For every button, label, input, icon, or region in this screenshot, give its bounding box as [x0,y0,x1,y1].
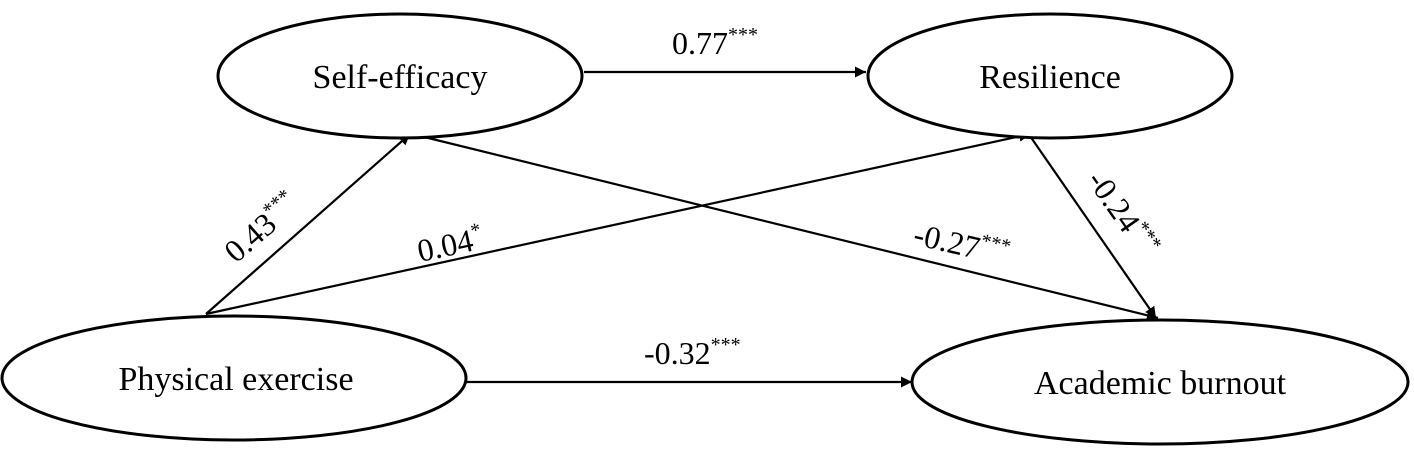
arrow-exercise-to-resilience [205,130,1031,316]
node-label-self-efficacy: Self-efficacy [313,59,488,96]
edge-label-exercise-to-self-efficacy: 0.43*** [216,185,305,269]
arrow-resilience-to-burnout [1029,135,1157,319]
coef-exercise-to-burnout: -0.32 [644,335,711,371]
sig-self-efficacy-to-burnout: *** [979,230,1013,258]
coef-self-efficacy-to-burnout: -0.27 [910,216,983,266]
node-resilience: Resilience [866,12,1234,140]
sig-exercise-to-burnout: *** [711,334,741,356]
edge-label-self-efficacy-to-resilience: 0.77*** [672,24,758,61]
edges [205,66,1159,388]
arrow-self-efficacy-to-burnout [411,132,1159,321]
node-self-efficacy: Self-efficacy [216,12,584,140]
sig-self-efficacy-to-resilience: *** [728,24,758,46]
node-label-resilience: Resilience [979,59,1121,96]
edge-label-self-efficacy-to-burnout: -0.27*** [910,215,1013,273]
node-academic-burnout: Academic burnout [910,318,1410,446]
edge-label-exercise-to-resilience: 0.04* [414,219,486,269]
node-label-physical-exercise: Physical exercise [118,361,353,398]
coef-self-efficacy-to-resilience: 0.77 [672,25,728,61]
edge-label-exercise-to-burnout: -0.32*** [644,334,741,371]
edge-label-resilience-to-burnout: -0.24*** [1080,163,1166,263]
node-label-academic-burnout: Academic burnout [1034,365,1287,402]
node-physical-exercise: Physical exercise [0,314,468,442]
arrow-exercise-to-self-efficacy [205,133,411,315]
coef-exercise-to-resilience: 0.04 [414,222,476,269]
sig-exercise-to-resilience: * [469,219,483,243]
